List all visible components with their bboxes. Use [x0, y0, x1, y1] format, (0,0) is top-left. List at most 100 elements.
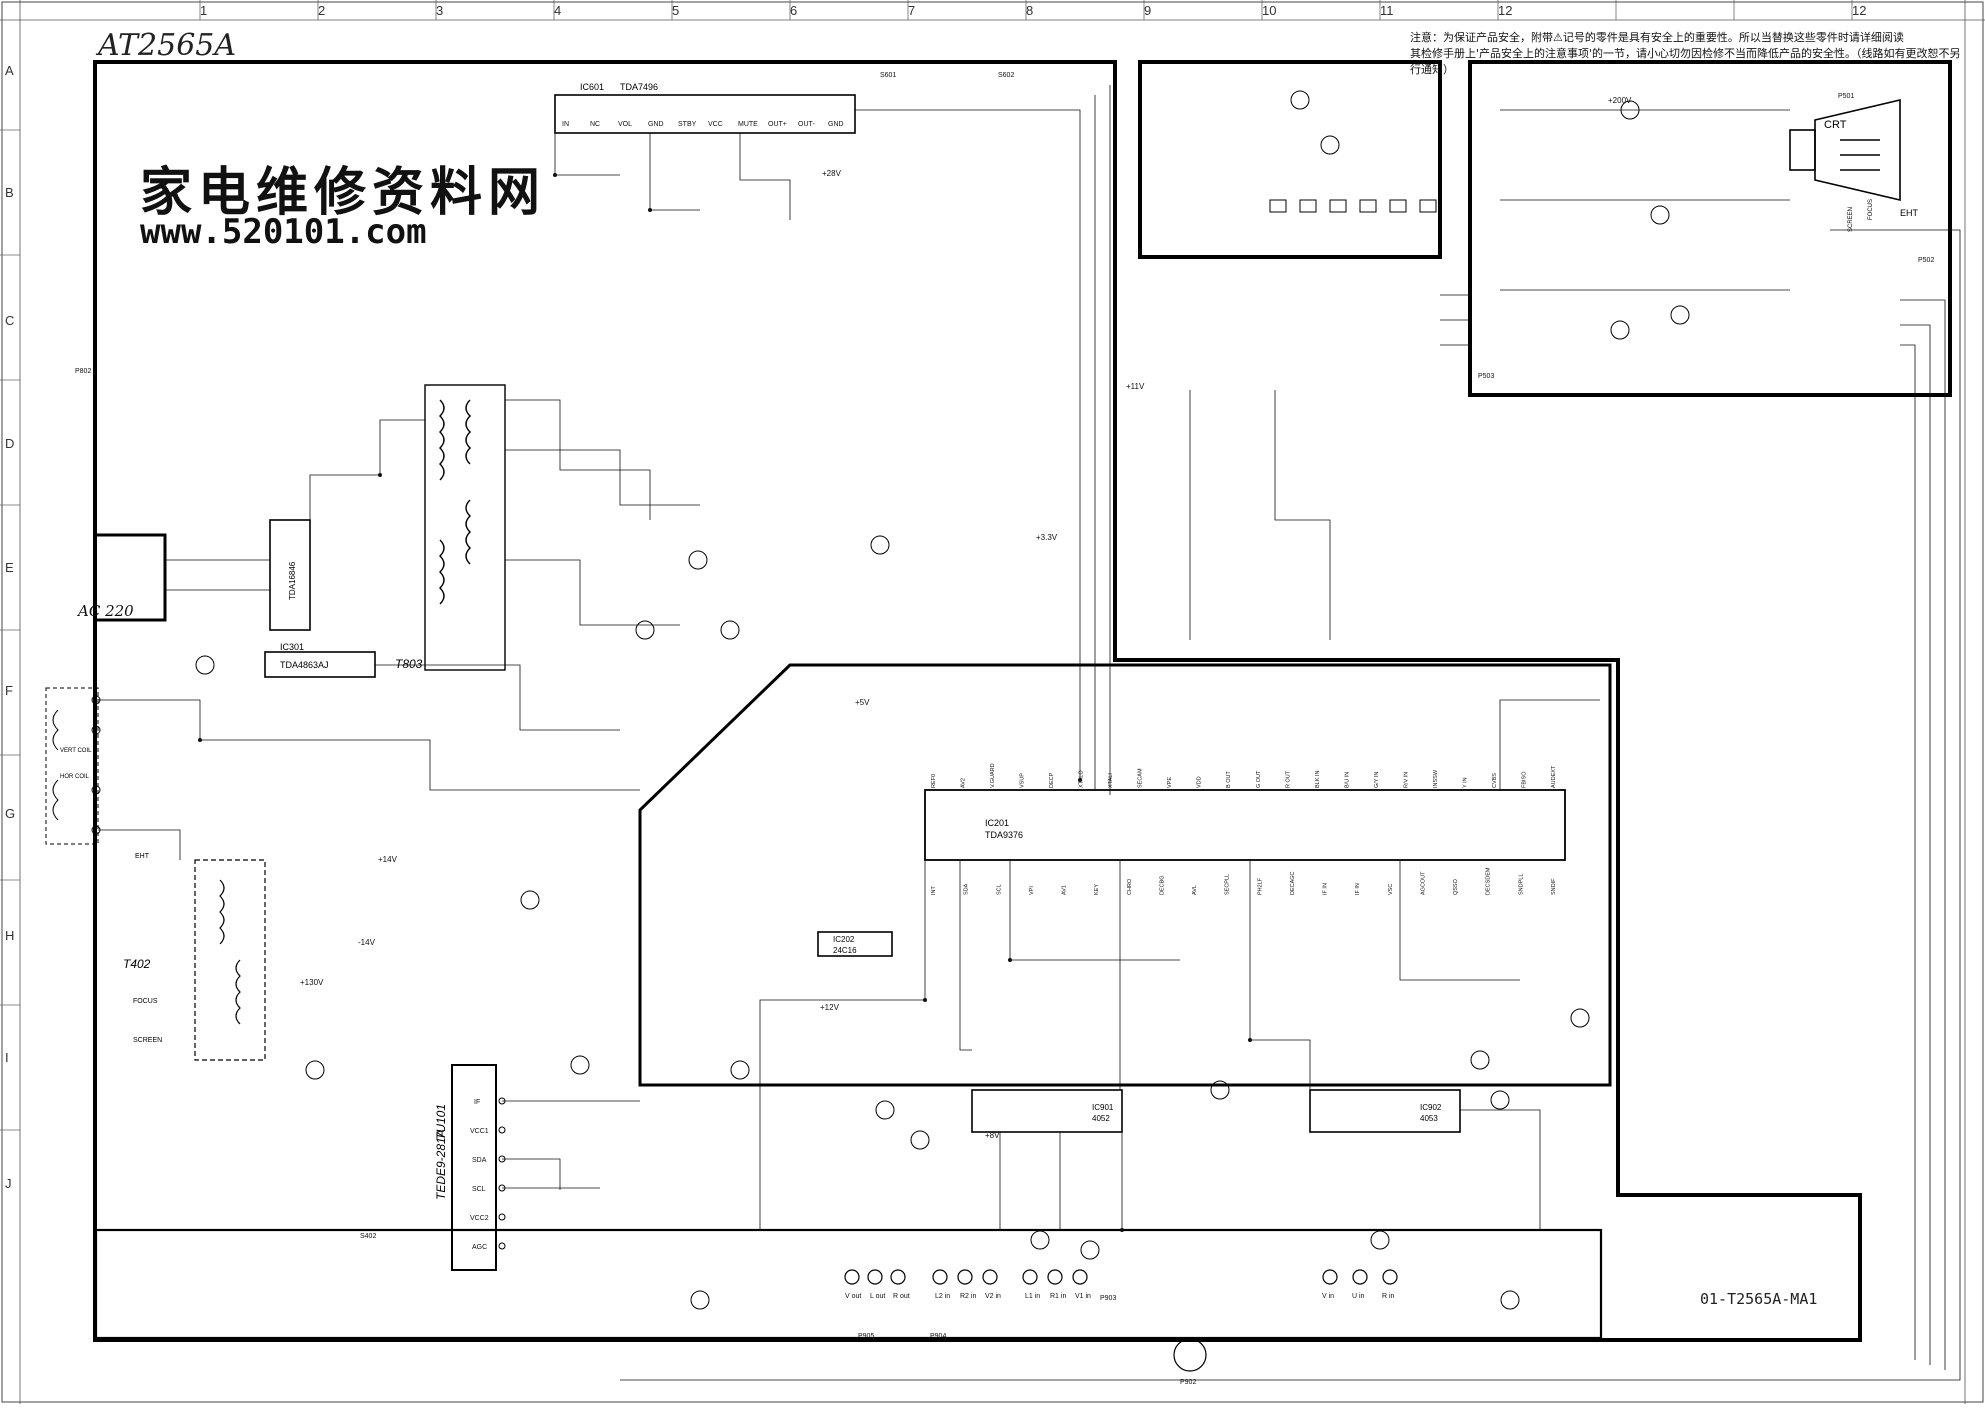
ic201-bottom-pin: AV1 [1062, 885, 1068, 895]
t803-transformer [424, 384, 506, 671]
ic201-top-pin: SECAM [1138, 768, 1144, 788]
ic201-top-pin: R OUT [1285, 770, 1291, 788]
grid-row-g: G [5, 806, 15, 821]
svg-text:VCC1: VCC1 [470, 1128, 489, 1135]
ic201-bottom-pin: CHRO [1127, 878, 1133, 895]
ic201-bottom-pin: SCL [996, 884, 1002, 895]
ic201-bottom-pin: VSC [1388, 884, 1394, 895]
ic201-top-pin: AV2 [961, 778, 967, 788]
ic201-bottom-pin: VPI [1029, 886, 1035, 895]
svg-text:V1 in: V1 in [1075, 1293, 1091, 1300]
ic201-top-pin: REF0 [931, 774, 937, 788]
ic201-top-pin: CVBS [1492, 773, 1498, 788]
svg-text:+12V: +12V [820, 1003, 840, 1012]
grid-col-8: 8 [1026, 3, 1033, 18]
ic201-top-pin: VPE [1167, 777, 1173, 788]
screen-left-label: SCREEN [133, 1037, 162, 1044]
svg-text:+8V: +8V [985, 1131, 1000, 1140]
svg-text:V2 in: V2 in [985, 1293, 1001, 1300]
ic201-bottom-pin: PH2LF [1257, 877, 1263, 895]
svg-text:S601: S601 [880, 72, 896, 79]
svg-text:IF: IF [474, 1099, 480, 1106]
ic802-part: TDA16846 [288, 561, 297, 600]
grid-col-3: 3 [436, 3, 443, 18]
svg-text:P502: P502 [1918, 257, 1934, 264]
av-jacks [844, 1269, 1398, 1372]
grid-col-10: 10 [1262, 3, 1276, 18]
ic201-bottom-pin: IF IN [1355, 883, 1361, 895]
svg-text:MUTE: MUTE [738, 121, 758, 128]
grid-row-labels: A B C D E F G H I J [5, 63, 15, 1191]
svg-text:+11V: +11V [1126, 382, 1145, 391]
ic201-part: TDA9376 [985, 830, 1023, 840]
svg-text:R2 in: R2 in [960, 1293, 976, 1300]
ic201-top-pin: INSSW [1433, 769, 1439, 788]
svg-text:+5V: +5V [855, 698, 870, 707]
watermark-cn: 家电维修资料网 [140, 162, 547, 223]
crt-label: CRT [1824, 119, 1847, 131]
svg-text:VCC2: VCC2 [470, 1215, 489, 1222]
t402-label: T402 [123, 957, 151, 971]
svg-text:R out: R out [893, 1293, 910, 1300]
grid-col-1: 1 [200, 3, 207, 18]
safety-note-line1: 注意：为保证产品安全，附带⚠记号的零件是具有安全上的重要性。所以当替换这些零件时… [1410, 31, 1904, 44]
ic201-top-pin: G OUT [1256, 770, 1262, 788]
grid-ticks-top [199, 0, 1853, 20]
svg-text:SDA: SDA [472, 1157, 487, 1164]
ic201-ref: IC201 [985, 818, 1009, 828]
ic802-body [269, 519, 311, 631]
ic201-bottom-pin: QSSO [1453, 878, 1459, 895]
ic902-part: 4053 [1420, 1114, 1438, 1123]
deflection-coils [45, 687, 101, 845]
junction-dots [198, 173, 1252, 1232]
svg-text:P903: P903 [1100, 1295, 1116, 1302]
ic201-top-pins: REF0AV2V.GUARDVSUPDECPXTALOXTALISECAMVPE… [931, 763, 1557, 788]
svg-text:GND: GND [828, 121, 844, 128]
ic201-bottom-pin: DECBG [1159, 875, 1165, 895]
ic601-part: TDA7496 [620, 82, 658, 92]
grid-row-e: E [5, 560, 14, 575]
ic202-ref: IC202 [833, 935, 855, 944]
ic201-bottom-pin: SNDIF [1551, 878, 1557, 895]
ic901-part: 4052 [1092, 1114, 1110, 1123]
ic901-ref: IC901 [1092, 1103, 1114, 1112]
tuner-part: TEDE9-281A [434, 1129, 448, 1200]
t803-label: T803 [395, 657, 423, 671]
ic301-part: TDA4863AJ [280, 660, 329, 670]
signal-section-outline [638, 663, 1612, 1087]
ic201-top-pin: G/Y IN [1374, 772, 1380, 788]
eht-left-label: EHT [135, 853, 150, 860]
ic201-bottom-pin: SECPLL [1225, 874, 1231, 895]
eht-label: EHT [1900, 208, 1919, 218]
ic902-body [1309, 1089, 1461, 1133]
tuner-ref: TU101 [434, 1104, 448, 1140]
ic201-top-pin: B OUT [1226, 771, 1232, 788]
svg-text:OUT-: OUT- [798, 121, 815, 128]
grid-row-i: I [5, 1050, 9, 1065]
ac-input-label: AC 220 [78, 602, 134, 620]
ic201-top-pin: V.GUARD [990, 763, 996, 788]
grid-col-11: 11 [1380, 3, 1394, 18]
svg-text:L out: L out [870, 1293, 885, 1300]
ic201-bottom-pin: SDA [964, 883, 970, 895]
ic201-bottom-pin: KEY [1094, 884, 1100, 895]
ic201-top-pin: BLK IN [1315, 771, 1321, 788]
svg-text:+130V: +130V [300, 978, 324, 987]
grid-col-2: 2 [318, 3, 325, 18]
ic601-body [554, 94, 856, 134]
grid-col-4: 4 [554, 3, 561, 18]
drawing-number: 01-T2565A-MA1 [1700, 1290, 1818, 1308]
ic201-bottom-pin: IF IN [1323, 883, 1329, 895]
svg-text:AGC: AGC [472, 1244, 487, 1251]
grid-col-12a: 12 [1498, 3, 1512, 18]
svg-text:S402: S402 [360, 1233, 376, 1240]
av-jack-labels: V out L out R out L2 in R2 in V2 in L1 i… [845, 1293, 1395, 1300]
ic201-bottom-pin: SNDPLL [1518, 874, 1524, 895]
power-inlet-outline [93, 62, 167, 622]
svg-text:NC: NC [590, 121, 600, 128]
vert-coil-label: VERT COIL [60, 748, 92, 754]
svg-text:L1 in: L1 in [1025, 1293, 1040, 1300]
ic201-bottom-pin: AGCOUT [1420, 871, 1426, 895]
ic201-top-pin: R/V IN [1403, 772, 1409, 788]
keyboard-pcb-outline [1138, 60, 1442, 259]
